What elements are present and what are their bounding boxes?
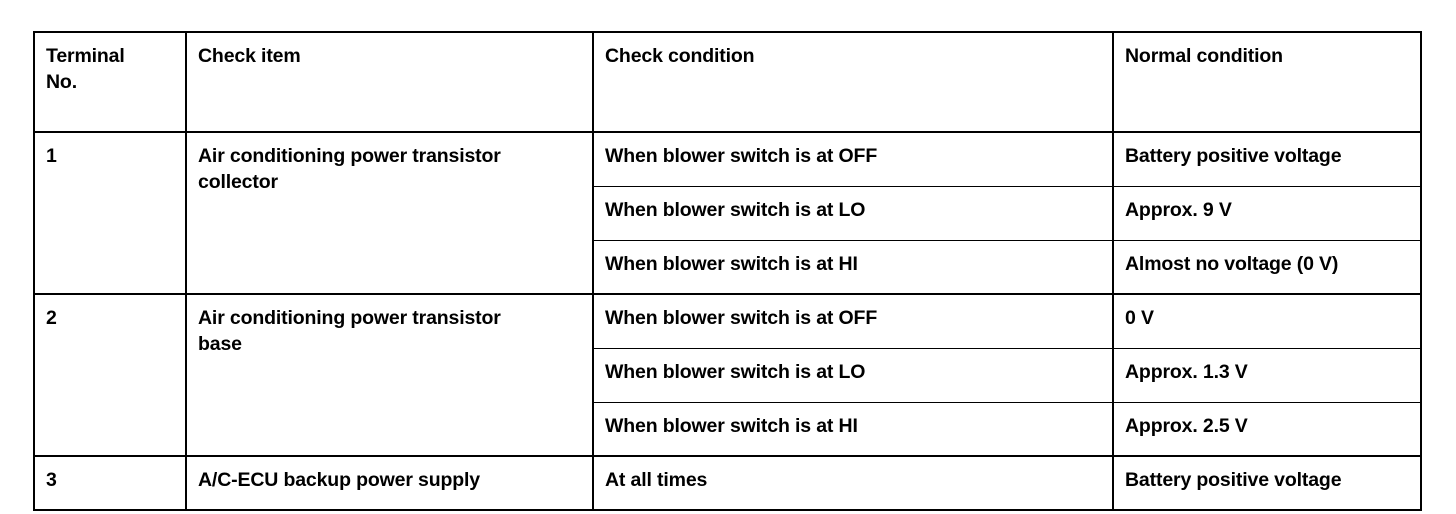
table-row: When blower switch is at HI Almost no vo… — [34, 239, 1422, 295]
column-header-terminal-no-line2: No. — [46, 70, 77, 93]
table-row: When blower switch is at HI Approx. 2.5 … — [34, 401, 1422, 457]
column-header-check-condition: Check condition — [592, 31, 1114, 133]
normal-condition-cell: Almost no voltage (0 V) — [1112, 239, 1422, 295]
column-header-normal-condition: Normal condition — [1112, 31, 1422, 133]
check-item-line1: A/C-ECU backup power supply — [198, 469, 480, 491]
table-row: 3 A/C-ECU backup power supply At all tim… — [33, 455, 1422, 511]
normal-condition-cell: Battery positive voltage — [1112, 455, 1422, 511]
check-condition-cell: When blower switch is at OFF — [592, 131, 1114, 187]
check-item-line2: base — [198, 332, 242, 355]
check-condition-cell: When blower switch is at LO — [592, 185, 1114, 241]
normal-condition-cell: Approx. 1.3 V — [1112, 347, 1422, 403]
column-header-check-item: Check item — [185, 31, 594, 133]
table-header-row: Terminal No. Check item Check condition … — [33, 31, 1422, 133]
terminal-no-cell: 1 — [33, 131, 187, 295]
table-body: 1 Air conditioning power transistor coll… — [33, 131, 1422, 511]
table-header: Terminal No. Check item Check condition … — [33, 31, 1422, 133]
check-item-line2: collector — [198, 170, 278, 193]
normal-condition-cell: Approx. 2.5 V — [1112, 401, 1422, 457]
table-row: 1 Air conditioning power transistor coll… — [33, 131, 1422, 295]
check-condition-cell: At all times — [592, 455, 1114, 511]
normal-condition-cell: Approx. 9 V — [1112, 185, 1422, 241]
table-row: 2 Air conditioning power transistor base… — [33, 293, 1422, 457]
check-item-cell: Air conditioning power transistor collec… — [185, 131, 594, 295]
check-item-cell: Air conditioning power transistor base — [185, 293, 594, 457]
table-row: When blower switch is at LO Approx. 9 V — [34, 185, 1422, 241]
terminal-no-cell: 3 — [33, 455, 187, 511]
normal-condition-cell: 0 V — [1112, 293, 1422, 349]
column-header-terminal-no: Terminal No. — [33, 31, 187, 133]
table-row: When blower switch is at LO Approx. 1.3 … — [34, 347, 1422, 403]
check-item-line1: Air conditioning power transistor — [198, 307, 501, 329]
check-condition-cell: When blower switch is at OFF — [592, 293, 1114, 349]
check-condition-cell: When blower switch is at HI — [592, 401, 1114, 457]
check-condition-cell: When blower switch is at HI — [592, 239, 1114, 295]
terminal-no-cell: 2 — [33, 293, 187, 457]
check-item-cell: A/C-ECU backup power supply — [185, 455, 594, 511]
column-header-terminal-no-line1: Terminal — [46, 45, 125, 67]
terminal-check-table: Terminal No. Check item Check condition … — [33, 31, 1422, 511]
check-condition-cell: When blower switch is at LO — [592, 347, 1114, 403]
check-item-line1: Air conditioning power transistor — [198, 145, 501, 167]
normal-condition-cell: Battery positive voltage — [1112, 131, 1422, 187]
